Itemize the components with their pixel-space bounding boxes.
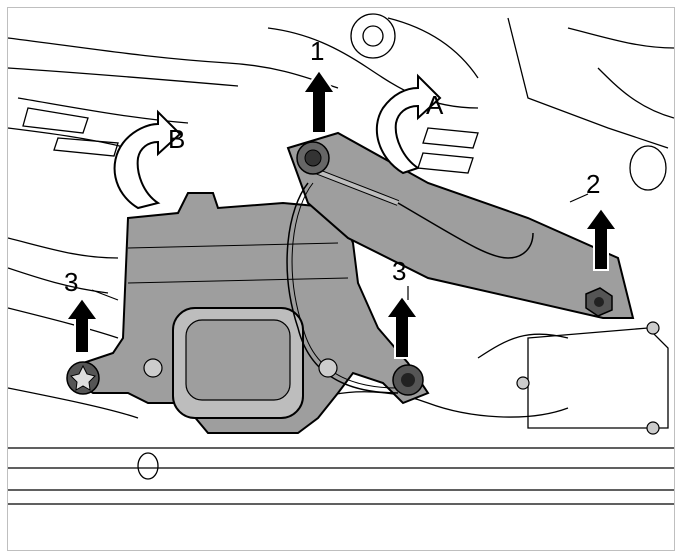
bolt-3-right — [392, 364, 424, 396]
bolt-1 — [296, 141, 330, 175]
curved-arrow-icon — [113, 109, 182, 210]
curved-arrow-icon — [375, 73, 442, 175]
torx-screw-left — [66, 361, 100, 395]
figure-artwork: 1 2 3 3 A B — [7, 7, 675, 551]
callout-leaders — [91, 193, 589, 301]
callout-label-3-right: 3 — [392, 256, 406, 286]
up-arrow-icon — [301, 68, 337, 134]
up-arrow-icon — [583, 206, 619, 271]
engine-bay-illustration: 1 2 3 3 A B — [8, 13, 674, 505]
background-linework — [8, 13, 674, 505]
callout-label-1: 1 — [310, 36, 324, 66]
callout-label-3-left: 3 — [64, 267, 78, 297]
callout-label-a: A — [426, 90, 444, 120]
mounting-bracket — [76, 131, 635, 434]
nut-2 — [585, 287, 613, 317]
callout-label-b: B — [168, 124, 185, 154]
ground-cable — [286, 165, 534, 394]
up-arrow-icon — [384, 294, 420, 359]
small-screws — [143, 321, 660, 435]
callout-label-2: 2 — [586, 169, 600, 199]
up-arrow-icon — [64, 296, 100, 354]
